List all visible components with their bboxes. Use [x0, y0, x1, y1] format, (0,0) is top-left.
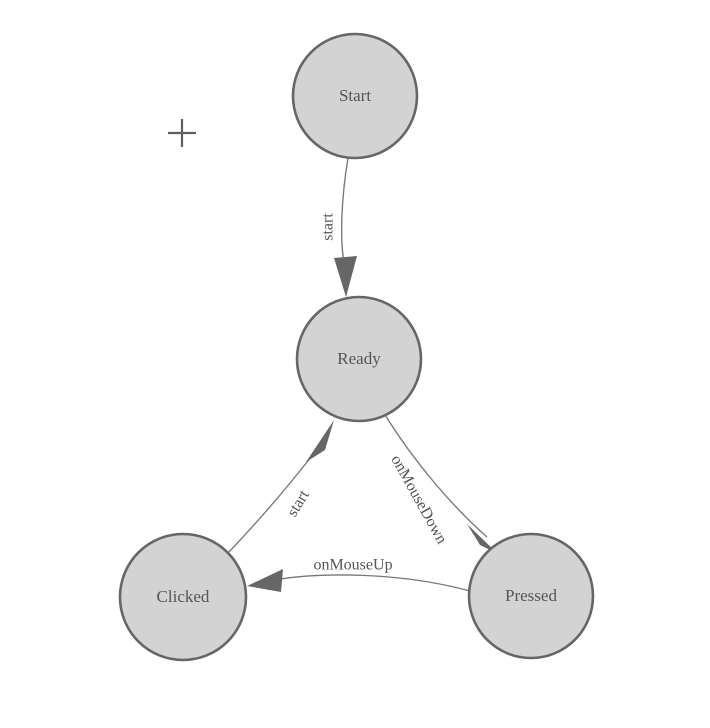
node-clicked[interactable]: Clicked — [118, 532, 248, 662]
node-clicked-circle — [118, 532, 248, 662]
edge-label-pressed-to-clicked: onMouseUp — [313, 557, 392, 574]
edge-pressed-to-clicked[interactable]: onMouseUp — [247, 557, 471, 592]
arrowhead-ready-to-pressed — [467, 524, 498, 554]
edge-label-clicked-to-ready: start — [284, 487, 313, 520]
node-start-circle — [291, 32, 419, 160]
crosshair-icon[interactable] — [168, 119, 196, 147]
node-start-label: Start — [339, 86, 371, 105]
node-pressed-circle — [467, 532, 595, 660]
node-pressed-label: Pressed — [505, 586, 557, 605]
arrowhead-clicked-to-ready — [306, 420, 334, 462]
edge-path-start-to-ready — [340, 157, 349, 263]
edge-start-to-ready[interactable]: start — [320, 157, 357, 297]
node-clicked-label: Clicked — [157, 587, 210, 606]
edge-path-pressed-to-clicked — [273, 574, 471, 592]
node-ready[interactable]: Ready — [295, 295, 423, 423]
arrowhead-start-to-ready — [334, 256, 357, 297]
edge-ready-to-pressed[interactable]: onMouseDown — [384, 414, 498, 554]
node-pressed[interactable]: Pressed — [467, 532, 595, 660]
node-start[interactable]: Start — [291, 32, 419, 160]
node-ready-circle — [295, 295, 423, 423]
node-ready-label: Ready — [337, 349, 381, 368]
edge-path-ready-to-pressed — [384, 414, 488, 538]
arrowhead-pressed-to-clicked — [247, 569, 283, 592]
edge-label-ready-to-pressed: onMouseDown — [387, 452, 450, 547]
edge-label-start-to-ready: start — [320, 213, 337, 241]
edge-clicked-to-ready[interactable]: start — [228, 420, 334, 553]
